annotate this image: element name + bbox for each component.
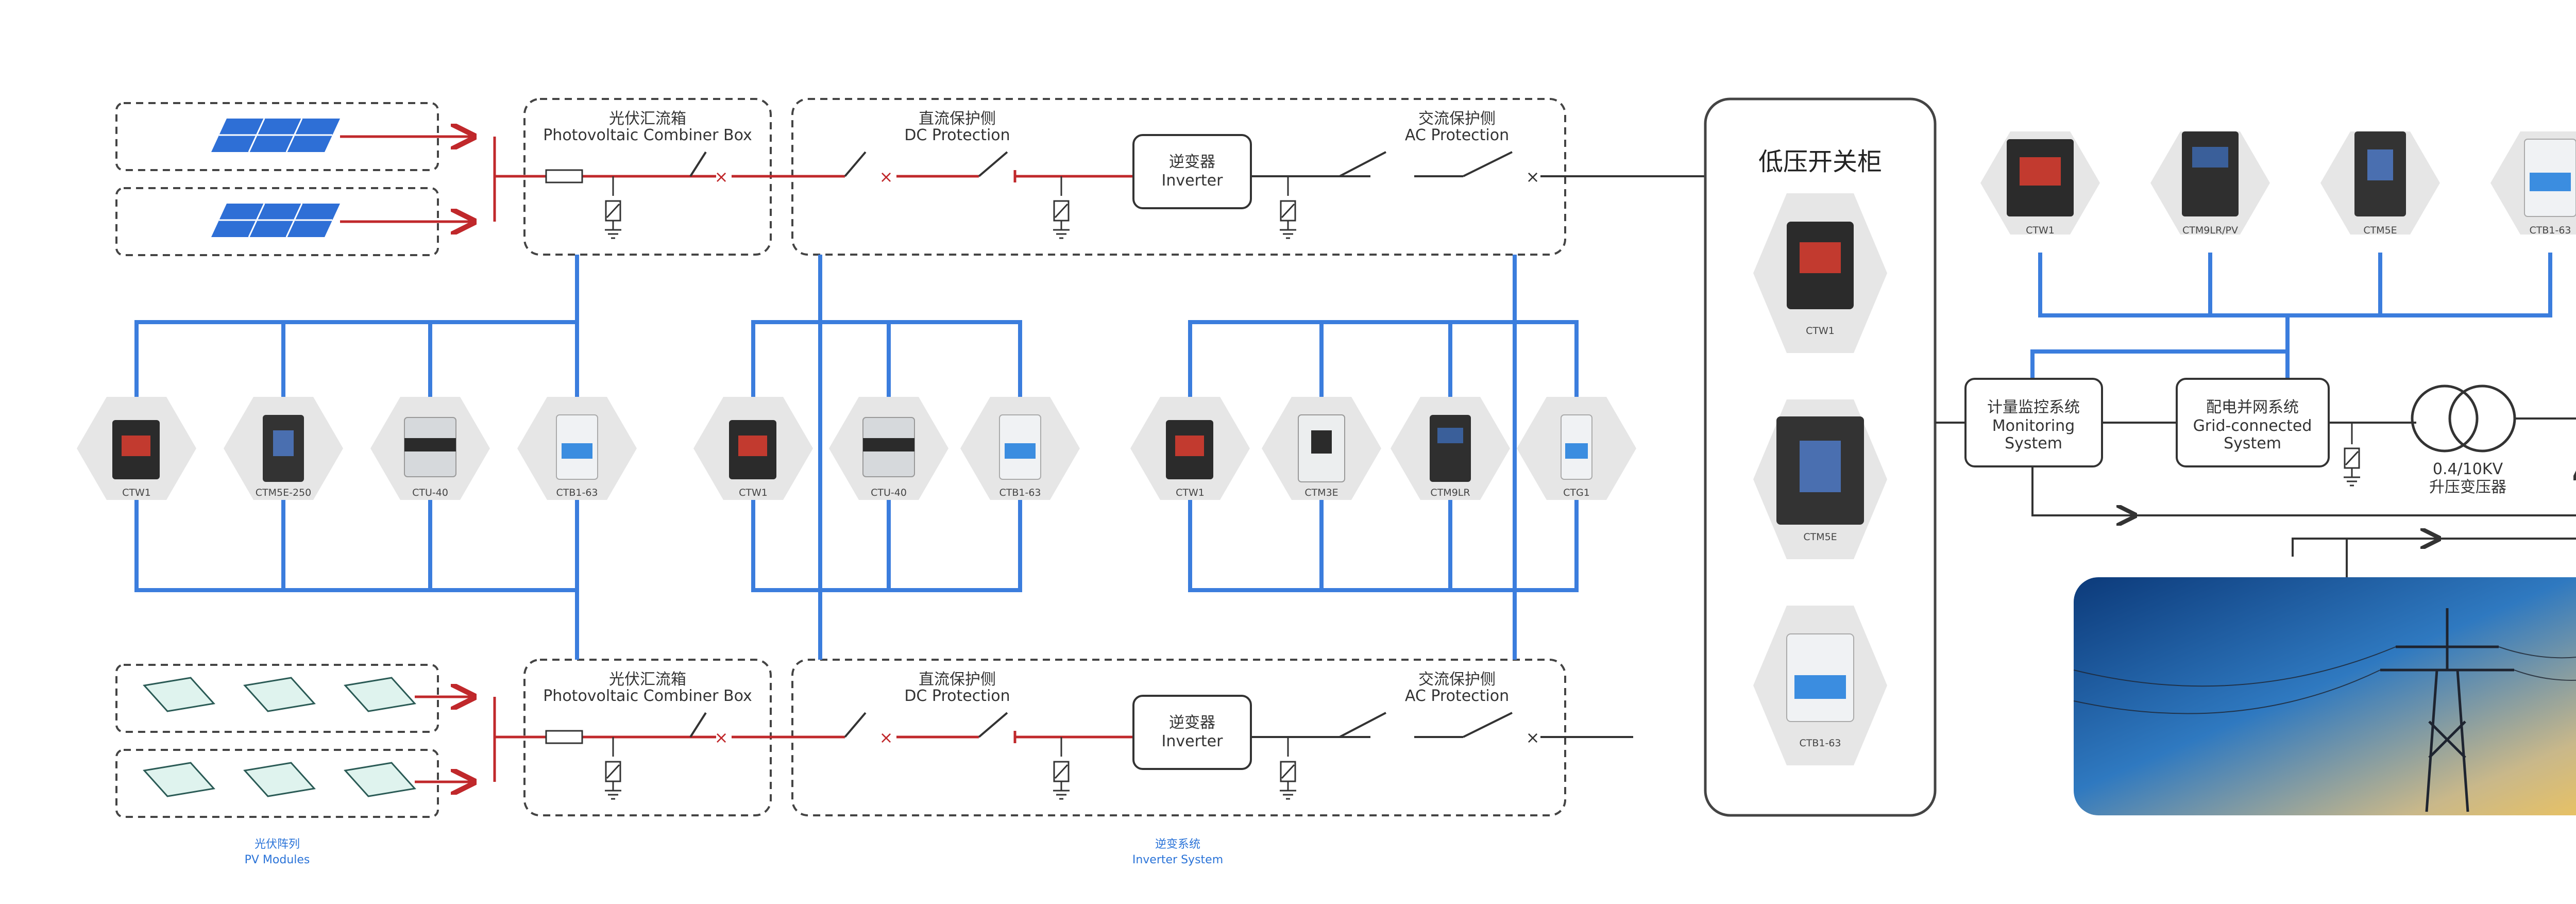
svg-text:升压变压器: 升压变压器 bbox=[2429, 478, 2506, 496]
fuse-icon bbox=[545, 730, 583, 744]
low-voltage-cabinet bbox=[1704, 97, 1937, 817]
svg-text:CTB1-63: CTB1-63 bbox=[556, 487, 598, 498]
pv-module-box-1 bbox=[115, 664, 439, 733]
svg-text:CTU-40: CTU-40 bbox=[871, 487, 907, 498]
group1-products: CTW1 CTM5E-250 CTU-40 CTB1-63 bbox=[77, 397, 637, 500]
svg-text:交流保护侧: 交流保护侧 bbox=[1418, 110, 1496, 128]
svg-text:CTU-40: CTU-40 bbox=[412, 487, 448, 498]
group2-products: CTW1 CTU-40 CTB1-63 bbox=[693, 397, 1080, 500]
pv-module-icon bbox=[143, 677, 416, 797]
svg-text:DC Protection: DC Protection bbox=[904, 126, 1010, 144]
svg-text:AC Protection: AC Protection bbox=[1405, 687, 1509, 705]
svg-text:PV Modules: PV Modules bbox=[245, 853, 310, 866]
svg-text:CTB1-63: CTB1-63 bbox=[1799, 738, 1841, 749]
svg-text:Inverter: Inverter bbox=[1162, 172, 1224, 190]
pv-module-box-2 bbox=[115, 749, 439, 818]
solar-panel-icon bbox=[211, 203, 340, 238]
svg-text:CTM9LR/PV: CTM9LR/PV bbox=[2182, 225, 2238, 236]
svg-text:×: × bbox=[715, 728, 728, 747]
svg-text:Grid-connected: Grid-connected bbox=[2193, 417, 2312, 435]
top-right-products: CTW1 CTM9LR/PV CTM5E CTB1-63 bbox=[1980, 131, 2576, 236]
svg-text:CTM5E-250: CTM5E-250 bbox=[256, 487, 311, 498]
svg-text:Monitoring: Monitoring bbox=[1992, 417, 2075, 435]
svg-text:Inverter: Inverter bbox=[1162, 732, 1224, 750]
svg-text:System: System bbox=[2224, 434, 2281, 453]
svg-text:CTM9LR: CTM9LR bbox=[1430, 487, 1470, 498]
svg-text:DC Protection: DC Protection bbox=[904, 687, 1010, 705]
svg-text:CTM3E: CTM3E bbox=[1304, 487, 1338, 498]
svg-text:计量监控系统: 计量监控系统 bbox=[1987, 398, 2080, 416]
svg-text:交流保护侧: 交流保护侧 bbox=[1418, 671, 1496, 689]
svg-text:×: × bbox=[1526, 167, 1540, 187]
fuse-icon bbox=[545, 169, 583, 183]
svg-text:Photovoltaic Combiner Box: Photovoltaic Combiner Box bbox=[543, 126, 752, 144]
svg-text:CTM5E: CTM5E bbox=[2363, 225, 2397, 236]
svg-text:逆变器: 逆变器 bbox=[1169, 153, 1215, 171]
svg-text:System: System bbox=[2005, 434, 2062, 453]
svg-text:CTW1: CTW1 bbox=[1176, 487, 1205, 498]
svg-text:CTB1-63: CTB1-63 bbox=[2529, 225, 2571, 236]
svg-text:光伏汇流箱: 光伏汇流箱 bbox=[609, 110, 686, 128]
svg-text:×: × bbox=[715, 167, 728, 187]
power-grid-photo bbox=[2073, 577, 2576, 815]
svg-text:CTW1: CTW1 bbox=[122, 487, 151, 498]
svg-text:×: × bbox=[879, 728, 893, 747]
svg-text:×: × bbox=[879, 167, 893, 187]
pv-panel-box-1 bbox=[115, 102, 439, 171]
svg-text:逆变系统: 逆变系统 bbox=[1155, 838, 1200, 851]
svg-text:Photovoltaic Combiner Box: Photovoltaic Combiner Box bbox=[543, 687, 752, 705]
svg-text:配电并网系统: 配电并网系统 bbox=[2206, 398, 2299, 416]
svg-text:0.4/10KV: 0.4/10KV bbox=[2433, 460, 2503, 478]
solar-panel-icon bbox=[211, 118, 340, 153]
svg-text:光伏阵列: 光伏阵列 bbox=[255, 838, 300, 851]
svg-text:CTW1: CTW1 bbox=[739, 487, 768, 498]
inverter-box-top bbox=[1132, 134, 1252, 209]
svg-text:直流保护侧: 直流保护侧 bbox=[919, 110, 996, 128]
group3-products: CTW1 CTM3E CTM9LR CTG1 bbox=[1130, 397, 1636, 500]
lv-cabinet-products: CTW1 CTM5E CTB1-63 bbox=[1753, 193, 1887, 765]
svg-text:低压开关柜: 低压开关柜 bbox=[1758, 147, 1882, 176]
pv-panel-box-2 bbox=[115, 187, 439, 256]
svg-text:AC Protection: AC Protection bbox=[1405, 126, 1509, 144]
inverter-box-bottom bbox=[1132, 695, 1252, 770]
svg-text:CTM5E: CTM5E bbox=[1803, 531, 1837, 543]
svg-text:光伏汇流箱: 光伏汇流箱 bbox=[609, 671, 686, 689]
svg-text:Inverter System: Inverter System bbox=[1132, 853, 1223, 866]
svg-text:CTB1-63: CTB1-63 bbox=[999, 487, 1041, 498]
svg-text:CTW1: CTW1 bbox=[2026, 225, 2055, 236]
svg-text:CTG1: CTG1 bbox=[1563, 487, 1590, 498]
svg-text:直流保护侧: 直流保护侧 bbox=[919, 671, 996, 689]
svg-text:×: × bbox=[1526, 728, 1540, 747]
svg-text:CTW1: CTW1 bbox=[1806, 325, 1835, 337]
svg-text:逆变器: 逆变器 bbox=[1169, 714, 1215, 732]
transformer-icon bbox=[2411, 384, 2516, 453]
